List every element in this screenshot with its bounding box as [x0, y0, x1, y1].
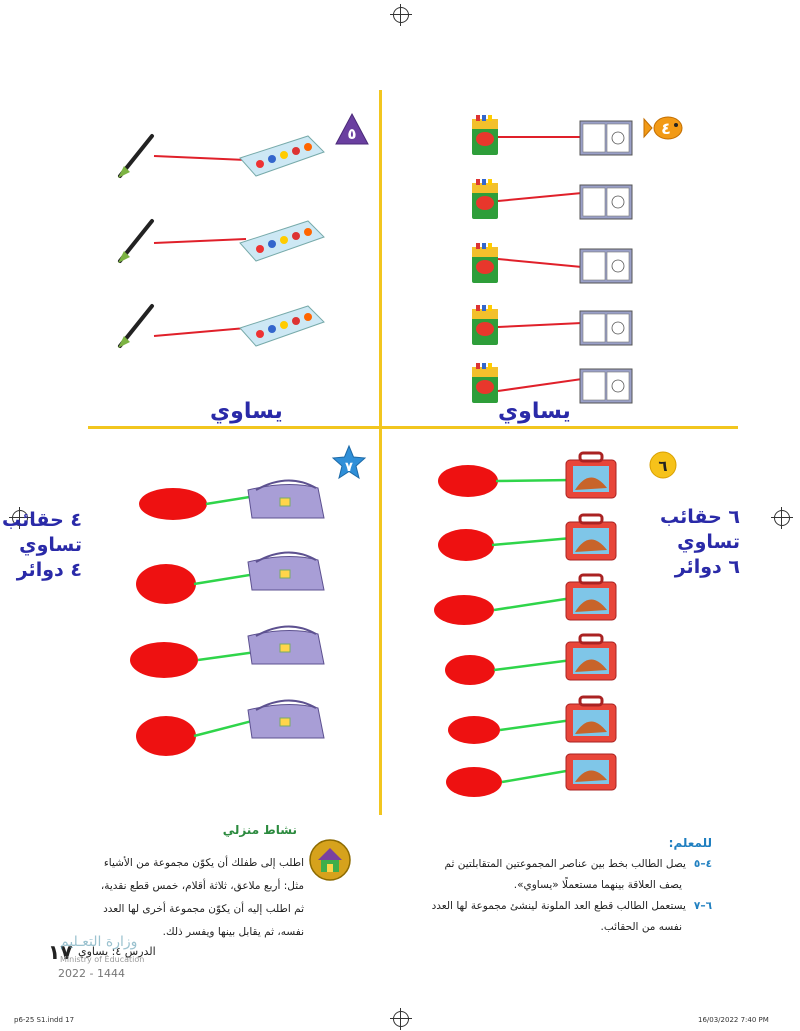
exercise-7-summary-line: ٤ حقائب [2, 509, 82, 531]
crayon-box-icon [472, 363, 498, 403]
coloring-book-icon [579, 248, 633, 284]
crayon-box-icon [472, 243, 498, 283]
paint-palette-icon [239, 220, 325, 262]
home-activity-title: نشاط منزلي [222, 823, 297, 837]
suitcase-icon [565, 753, 617, 791]
edition-year: 2022 - 1444 [58, 967, 125, 980]
exercise-6-number: ٦ [658, 457, 667, 475]
teacher-note-range: ٤–٥ [693, 858, 712, 870]
exercise-7-summary-line: ٤ دوائر [16, 559, 82, 581]
exercise-5-badge: ٥ [335, 112, 369, 145]
exercise-6-matching [434, 451, 617, 797]
exercise-5-answer: يساوي [210, 399, 283, 424]
exercise-5-number: ٥ [347, 125, 356, 143]
teacher-note-line: نفسه من الحقائب. [380, 917, 712, 938]
paint-palette-icon [239, 305, 325, 347]
crayon-box-icon [472, 179, 498, 219]
exercise-7-summary: ٤ حقائب تساوي ٤ دوائر [0, 508, 82, 583]
home-activity: اطلب إلى طفلك أن يكوّن مجموعة من الأشياء… [60, 852, 304, 944]
lesson-title: الدرس ٤: يساوي [78, 945, 156, 958]
suitcase-icon [565, 633, 617, 681]
home-activity-line: نفسه، ثم يقابل بينها ويفسر ذلك. [162, 926, 304, 938]
teacher-note-line: ٤–٥ يصل الطالب بخط بين عناصر المجموعتين ا… [380, 854, 712, 875]
red-counter [446, 767, 502, 797]
registration-mark-bottom [390, 1008, 412, 1030]
coloring-book-icon [579, 310, 633, 346]
paint-palette-icon [239, 135, 325, 177]
teacher-note-range: ٦–٧ [693, 900, 712, 912]
home-activity-line: اطلب إلى طفلك أن يكوّن مجموعة من الأشياء [103, 857, 304, 869]
red-counter [438, 465, 498, 497]
registration-mark-right [771, 507, 793, 529]
red-counter [434, 595, 494, 625]
paintbrush-icon [118, 304, 154, 348]
teacher-note-text: يصف العلاقة بينهما مستعملًا «يساوي». [513, 879, 682, 891]
red-counter [438, 529, 494, 561]
coloring-book-icon [579, 368, 633, 404]
teacher-note-text: يصل الطالب بخط بين عناصر المجموعتين المت… [444, 858, 686, 870]
red-counter [136, 716, 196, 756]
teacher-note-title: للمعلم: [668, 836, 712, 850]
exercise-7-summary-line: تساوي [19, 534, 82, 556]
exercise-4-badge: ٤ [643, 116, 683, 140]
suitcase-icon [565, 695, 617, 743]
red-counter [445, 655, 495, 685]
registration-mark-top [390, 4, 412, 26]
exercise-4-number: ٤ [661, 119, 671, 138]
paintbrush-icon [118, 134, 154, 178]
suitcase-icon [565, 513, 617, 561]
purse-icon [247, 625, 325, 665]
file-info: p6-25 S1.indd 17 [14, 1016, 75, 1024]
coloring-book-icon [579, 120, 633, 156]
exercise-7-matching [130, 479, 325, 756]
exercise-6-badge: ٦ [649, 451, 677, 479]
print-timestamp: 16/03/2022 7:40 PM [698, 1016, 769, 1024]
registration-mark-left [9, 507, 31, 529]
suitcase-icon [565, 451, 617, 499]
ministry-name-english: Ministry of Education [60, 955, 145, 964]
red-counter [139, 488, 207, 520]
crayon-box-icon [472, 305, 498, 345]
teacher-note: ٤–٥ يصل الطالب بخط بين عناصر المجموعتين ا… [380, 854, 712, 938]
purse-icon [247, 551, 325, 591]
coloring-book-icon [579, 184, 633, 220]
exercise-7-number: ٧ [345, 460, 353, 475]
teacher-note-line: ٦–٧ يستعمل الطالب قطع العد الملونة لينشئ … [380, 896, 712, 917]
vertical-divider [379, 90, 382, 815]
exercise-6-summary-line: تساوي [677, 531, 740, 553]
exercise-4-answer: يساوي [498, 399, 571, 424]
page-number: ١٧ [48, 940, 73, 964]
horizontal-divider [88, 426, 738, 429]
red-counter [130, 642, 198, 678]
exercise-6-summary: ٦ حقائب تساوي ٦ دوائر [640, 505, 740, 580]
purse-icon [247, 699, 325, 739]
paintbrush-icon [118, 219, 154, 263]
teacher-note-line: يصف العلاقة بينهما مستعملًا «يساوي». [380, 875, 712, 896]
red-counter [136, 564, 196, 604]
exercise-6-summary-line: ٦ دوائر [674, 556, 740, 578]
purse-icon [247, 479, 325, 519]
exercise-7-badge: ٧ [331, 444, 367, 480]
exercise-5-matching [118, 134, 325, 348]
crayon-box-icon [472, 115, 498, 155]
exercise-4-matching [472, 115, 633, 404]
teacher-note-text: نفسه من الحقائب. [600, 921, 683, 933]
home-activity-line: ثم اطلب إليه أن يكوّن مجموعة أخرى لها ال… [103, 903, 304, 915]
exercise-6-summary-line: ٦ حقائب [660, 506, 740, 528]
teacher-note-text: يستعمل الطالب قطع العد الملونة لينشئ مجم… [431, 900, 686, 912]
home-icon [309, 839, 351, 881]
home-activity-line: مثل: أربع ملاعق، ثلاثة أقلام، خمس قطع نق… [100, 880, 304, 892]
ministry-name-arabic: وزارة التعـليم [60, 934, 138, 950]
suitcase-icon [565, 573, 617, 621]
red-counter [448, 716, 500, 744]
